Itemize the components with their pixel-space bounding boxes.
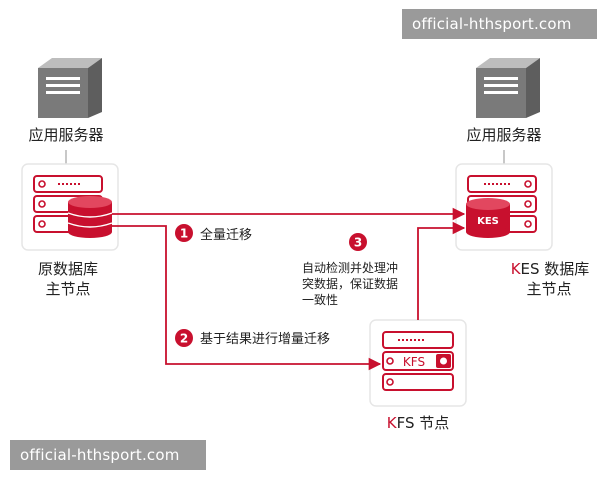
step2-number: 2 xyxy=(180,332,188,346)
step3-text-line1: 自动检测并处理冲 xyxy=(302,260,398,275)
source-db-label-line2: 主节点 xyxy=(45,280,90,298)
step3-text-line2: 突数据，保证数据 xyxy=(302,276,398,291)
kfs-to-kes-sync-arrow xyxy=(417,221,466,320)
step1-label: 全量迁移 xyxy=(200,227,252,243)
watermark-bottom: official-hthsport.com xyxy=(10,440,206,470)
kes-db-label-line1: KES 数据库 xyxy=(511,260,590,278)
step1-number: 1 xyxy=(180,227,188,241)
source-db-label-line1: 原数据库 xyxy=(38,260,98,278)
right-app-server-icon xyxy=(476,58,540,118)
step2-badge xyxy=(175,329,193,347)
step2-label: 基于结果进行增量迁移 xyxy=(200,332,330,347)
kfs-label-k: K xyxy=(387,414,398,432)
kfs-label-rest: FS 节点 xyxy=(397,414,450,432)
kes-label-rest: ES 数据库 xyxy=(521,260,590,278)
kes-label-k: K xyxy=(511,260,522,278)
left-app-server-label: 应用服务器 xyxy=(28,126,103,144)
step3-badge xyxy=(349,233,367,251)
right-app-server-label: 应用服务器 xyxy=(466,126,541,144)
left-app-server-icon xyxy=(38,58,102,118)
kfs-node-label: KFS 节点 xyxy=(387,414,450,432)
step3-number: 3 xyxy=(354,236,362,250)
incremental-migration-arrow xyxy=(112,225,382,371)
kfs-server-stack-icon xyxy=(382,331,454,391)
watermark-top: official-hthsport.com xyxy=(402,9,597,39)
step3-text-line3: 一致性 xyxy=(302,293,338,307)
kes-db-label-line2: 主节点 xyxy=(526,280,571,298)
kfs-box-label: KFS xyxy=(403,355,425,369)
kes-database-cylinder-icon xyxy=(466,198,510,238)
source-database-cylinder-icon xyxy=(67,196,113,238)
step1-badge xyxy=(175,224,193,242)
kes-db-cylinder-label: KES xyxy=(477,216,499,227)
